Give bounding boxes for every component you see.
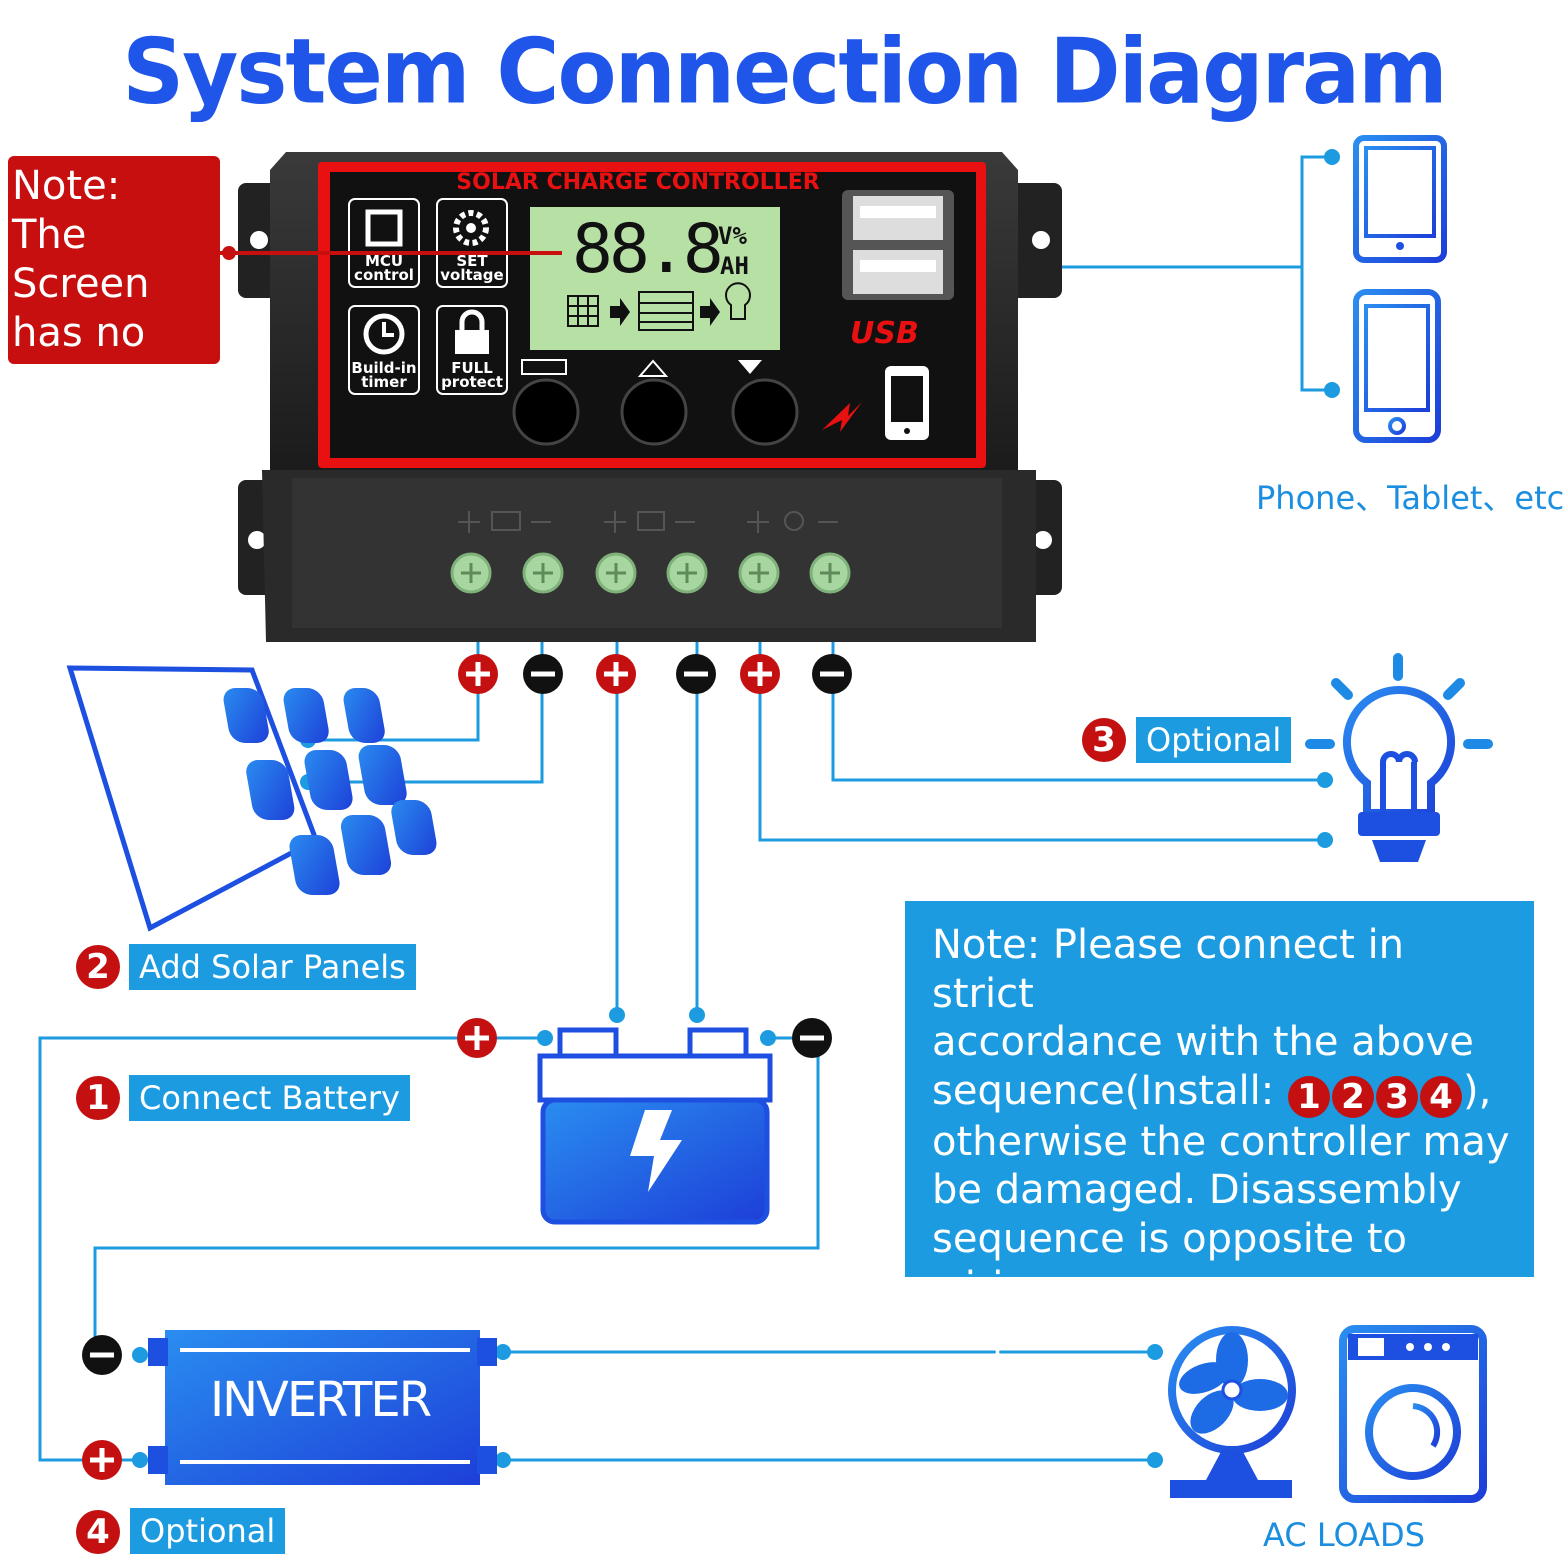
lcd-unit-ah: AH <box>720 252 749 280</box>
inverter-box <box>148 1330 497 1485</box>
note-line: Note: <box>12 163 121 209</box>
inverter-label: INVERTER <box>209 1372 432 1428</box>
bolt-icon <box>630 1110 682 1192</box>
step-1-number: 1 <box>76 1076 120 1120</box>
step-4-number: 4 <box>76 1510 120 1554</box>
ac-loads-label: AC LOADS <box>1263 1516 1425 1554</box>
charge-controller <box>238 152 1062 642</box>
plus-marker <box>458 654 498 694</box>
light-bulb-icon <box>1305 653 1493 862</box>
usb-label: USB <box>850 316 919 351</box>
minus-marker <box>676 654 716 694</box>
seq-num-2: 2 <box>1331 1075 1374 1118</box>
solar-panel-icon <box>66 665 437 932</box>
lcd-unit-volt: V% <box>718 222 747 250</box>
lock-icon <box>455 309 489 354</box>
note-line: has no <box>12 310 146 356</box>
polarity-markers <box>82 654 852 1480</box>
note-line: accordance with the above <box>932 1019 1474 1065</box>
note-line: sequence. <box>932 1312 1138 1359</box>
down-knob <box>731 378 799 446</box>
plus-marker <box>82 1440 122 1480</box>
fan-icon <box>1168 1326 1296 1498</box>
plus-marker <box>457 1018 497 1058</box>
washing-machine-icon <box>1339 1325 1487 1503</box>
clock-icon <box>363 313 405 355</box>
note-line: The Screen <box>12 212 150 307</box>
minus-marker <box>812 654 852 694</box>
plus-marker <box>740 654 780 694</box>
tablet-icon <box>1353 135 1447 263</box>
step-4-label: Optional <box>130 1508 286 1554</box>
plus-marker <box>596 654 636 694</box>
chip-icon <box>365 209 403 247</box>
lightning-icon <box>822 402 862 432</box>
menu-knob <box>512 378 580 446</box>
devices-label: Phone、Tablet、etc <box>1256 479 1565 517</box>
seq-num-3: 3 <box>1375 1075 1418 1118</box>
up-knob <box>620 378 688 446</box>
lcd-digits: 88.8 <box>572 210 724 289</box>
step-2-label: Add Solar Panels <box>129 944 416 990</box>
wire-usb-split <box>1300 155 1332 392</box>
note-line: Note: Please connect in strict <box>932 922 1405 1017</box>
step-3-number: 3 <box>1082 718 1126 762</box>
note-line: sequence is opposite to wiring <box>932 1215 1407 1311</box>
note-line: backlight. <box>12 359 209 405</box>
page-title: System Connection Diagram <box>122 19 1447 125</box>
screen-backlight-note: Note: The Screen has no backlight. <box>8 156 220 405</box>
battery-icon <box>537 1027 773 1225</box>
step-2-number: 2 <box>76 945 120 989</box>
minus-marker <box>792 1018 832 1058</box>
minus-marker <box>82 1335 122 1375</box>
phone-device-icon <box>1353 289 1441 443</box>
wiring-sequence-note: Note: Please connect in strict accordanc… <box>905 901 1534 1359</box>
note-line: otherwise the controller may <box>932 1118 1510 1165</box>
note-line: be damaged. Disassembly <box>932 1167 1462 1213</box>
seq-num-4: 4 <box>1419 1075 1462 1118</box>
controller-title: SOLAR CHARGE CONTROLLER <box>456 170 820 195</box>
step-1-label: Connect Battery <box>129 1075 410 1121</box>
minus-marker <box>523 654 563 694</box>
seq-num-1: 1 <box>1287 1075 1330 1118</box>
gear-icon <box>453 210 489 246</box>
step-3-label: Optional <box>1136 717 1292 763</box>
